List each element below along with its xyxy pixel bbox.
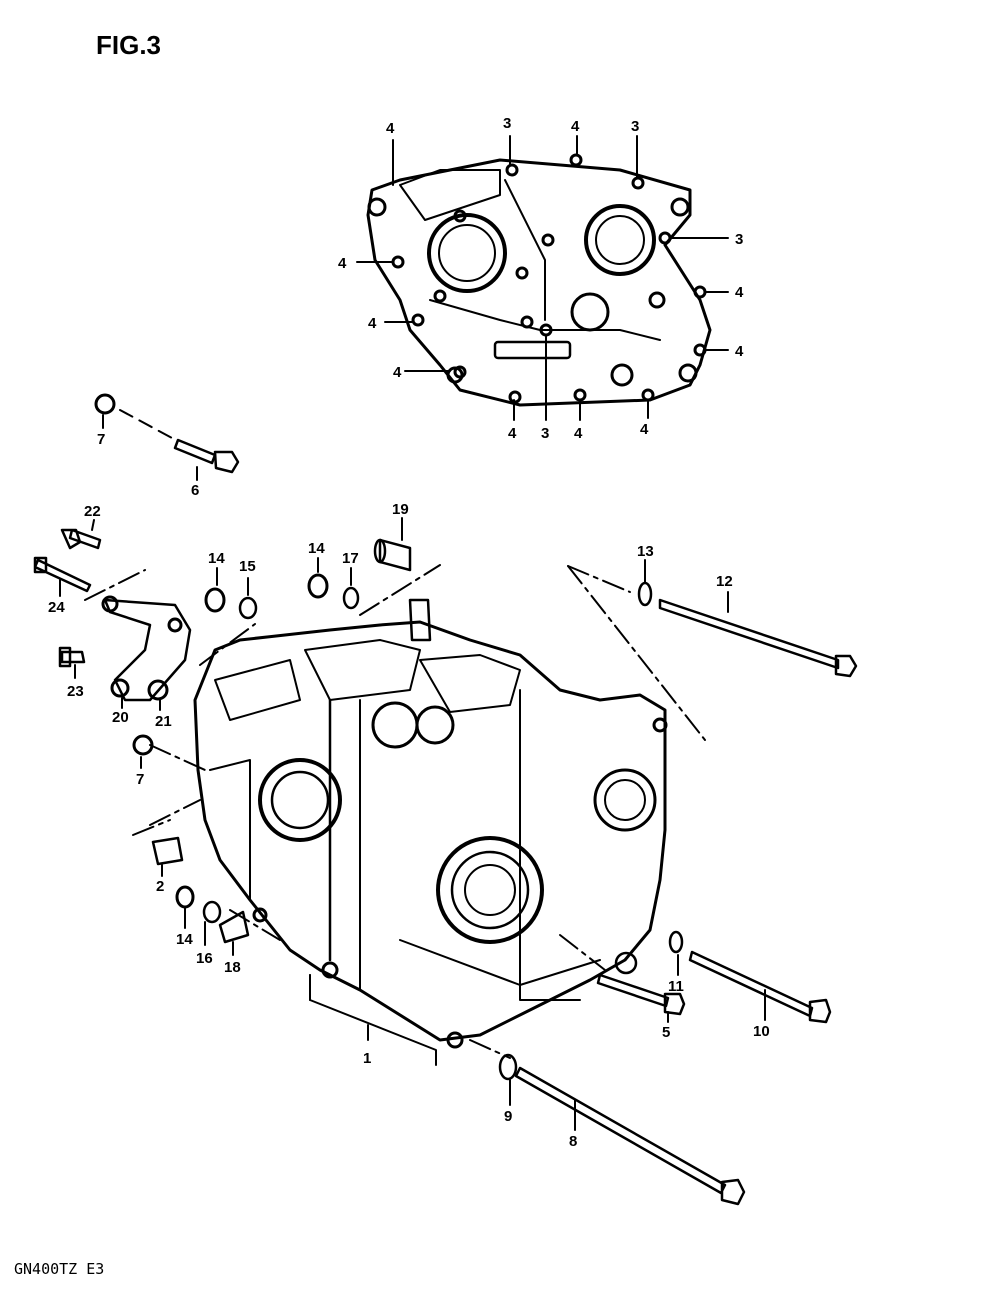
bolt-24 xyxy=(33,556,92,593)
callout-11: 11 xyxy=(668,978,684,995)
model-code-label: GN400TZ E3 xyxy=(14,1260,105,1278)
callout-14-c: 14 xyxy=(176,931,193,948)
callout-20: 20 xyxy=(112,709,129,726)
callout-4-left-a: 4 xyxy=(338,255,347,272)
dowel-pin-19 xyxy=(378,538,412,572)
bolt-6 xyxy=(173,438,240,474)
callout-18: 18 xyxy=(224,959,241,976)
callout-4-bottom-b: 4 xyxy=(574,425,583,442)
dowel-pin-2 xyxy=(151,836,184,866)
callout-24: 24 xyxy=(48,599,65,616)
callout-8: 8 xyxy=(569,1133,577,1150)
bolt-8 xyxy=(514,1066,746,1206)
callout-21: 21 xyxy=(155,713,172,730)
callout-4-right-a: 4 xyxy=(735,284,744,301)
washer-16 xyxy=(202,900,222,924)
stud-bolt-12 xyxy=(658,598,840,670)
callout-5: 5 xyxy=(662,1024,670,1041)
callout-2: 2 xyxy=(156,878,164,895)
nut-14-a xyxy=(204,587,226,613)
callout-14-a: 14 xyxy=(208,550,225,567)
callout-6: 6 xyxy=(191,482,199,499)
nut-14-b xyxy=(307,573,329,599)
callout-9: 9 xyxy=(504,1108,512,1125)
callout-10: 10 xyxy=(753,1023,770,1040)
callout-15: 15 xyxy=(239,558,256,575)
callout-4-bottom-c: 4 xyxy=(640,421,649,438)
callout-14-b: 14 xyxy=(308,540,325,557)
callout-4-right-b: 4 xyxy=(735,343,744,360)
callout-17: 17 xyxy=(342,550,359,567)
washer-15 xyxy=(238,596,258,620)
washer-11 xyxy=(668,930,684,954)
callout-4-bottom-a: 4 xyxy=(508,425,517,442)
callout-12: 12 xyxy=(716,573,733,590)
figure-title: FIG.3 xyxy=(96,30,162,60)
callout-1: 1 xyxy=(363,1050,371,1067)
callout-3-right: 3 xyxy=(735,231,743,248)
callout-4-left-c: 4 xyxy=(393,364,402,381)
washer-9 xyxy=(498,1053,518,1081)
callout-23: 23 xyxy=(67,683,84,700)
callout-13: 13 xyxy=(637,543,654,560)
nut-7-lower xyxy=(132,734,154,756)
engine-mount-bracket xyxy=(101,595,192,702)
callout-4-top-mid: 4 xyxy=(571,118,580,135)
callout-19: 19 xyxy=(392,501,409,518)
bolt-22 xyxy=(60,528,102,550)
washer-17 xyxy=(342,586,360,610)
callout-16: 16 xyxy=(196,950,213,967)
callout-3-bottom: 3 xyxy=(541,425,549,442)
bolt-10 xyxy=(688,950,832,1024)
callout-4-left-b: 4 xyxy=(368,315,377,332)
bolt-5 xyxy=(596,973,686,1016)
nut-7-upper xyxy=(94,393,116,415)
callout-7-lower: 7 xyxy=(136,771,144,788)
oil-seal-18 xyxy=(218,910,250,944)
callout-22: 22 xyxy=(84,503,101,520)
bolt-23 xyxy=(58,646,86,668)
nut-14-c xyxy=(175,885,195,909)
crankcase-assembly xyxy=(193,598,668,1049)
callout-4-top-left: 4 xyxy=(386,120,395,137)
callout-3-top-a: 3 xyxy=(503,115,511,132)
washer-13 xyxy=(637,581,653,607)
callout-7-upper: 7 xyxy=(97,431,105,448)
crankcase-gasket xyxy=(366,153,712,407)
callout-3-top-b: 3 xyxy=(631,118,639,135)
